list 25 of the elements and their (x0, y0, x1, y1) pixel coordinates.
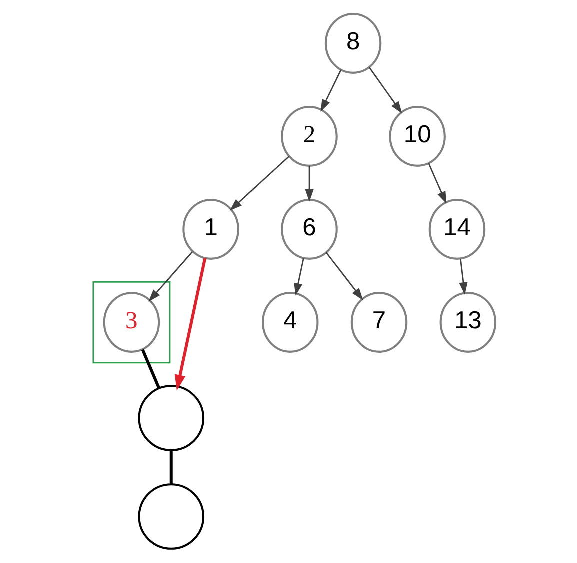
connector (140, 349, 160, 388)
arrow (368, 67, 402, 114)
arrow (325, 252, 363, 301)
node-circle: 4 (262, 292, 318, 353)
arrow (320, 70, 342, 112)
connector (169, 450, 172, 484)
arrow (458, 258, 468, 295)
arrow (428, 163, 446, 204)
node-circle: 14 (428, 199, 486, 260)
arrow (148, 251, 193, 302)
arrow (174, 258, 206, 391)
node-circle: 8 (324, 13, 382, 74)
node-circle: 7 (350, 292, 408, 353)
node-circle: 6 (280, 199, 338, 260)
node-circle: 2 (280, 106, 338, 167)
node-circle (138, 484, 204, 550)
node-circle: 13 (439, 292, 496, 353)
arrow (294, 258, 304, 296)
cluster (92, 282, 170, 364)
arrow (229, 156, 290, 211)
node-circle: 10 (388, 106, 446, 167)
node-circle (138, 385, 204, 452)
arrow (304, 166, 314, 202)
node-circle: 3 (102, 292, 160, 353)
node-circle: 1 (182, 199, 239, 260)
